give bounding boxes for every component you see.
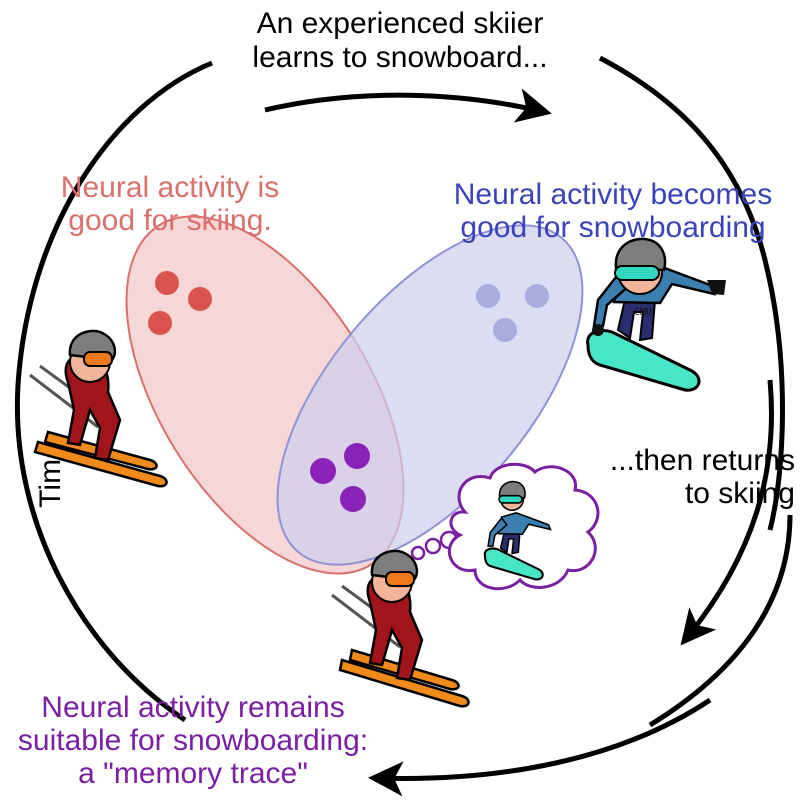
cycle-arc-right-lower bbox=[648, 514, 793, 728]
memory-caption-line1: Neural activity remains bbox=[41, 691, 344, 724]
overlap-dot bbox=[340, 486, 366, 512]
snow-region-caption-line1: Neural activity becomes bbox=[454, 178, 772, 211]
cycle-arc-top bbox=[598, 55, 785, 531]
overlap-dot bbox=[310, 458, 336, 484]
snow-region-caption-line2: good for snowboarding bbox=[460, 211, 765, 244]
helmet-text: CMU bbox=[634, 307, 652, 318]
ski-dot bbox=[155, 271, 179, 295]
ski-region-caption-line2: good for skiing. bbox=[68, 204, 271, 237]
top-caption-line1: An experienced skiier bbox=[257, 7, 544, 40]
ski-dot bbox=[148, 311, 172, 335]
cycle-arrow-bottom bbox=[368, 697, 712, 797]
cycle-arrow-right bbox=[680, 379, 775, 646]
snow-dot bbox=[525, 284, 549, 308]
right-caption-line1: ...then returns bbox=[610, 444, 795, 477]
ski-region-caption-line1: Neural activity is bbox=[61, 171, 279, 204]
snowboarder-small-icon bbox=[483, 480, 552, 581]
right-caption-line2: to skiing bbox=[685, 477, 795, 510]
snowboarder-large-icon: CMU bbox=[586, 237, 726, 392]
cycle-arrow-top bbox=[264, 88, 552, 123]
memory-caption-line3: a "memory trace" bbox=[78, 757, 308, 790]
skier-top-icon bbox=[29, 329, 168, 488]
snow-dot bbox=[493, 318, 517, 342]
overlap-dot bbox=[344, 443, 370, 469]
snow-dot bbox=[476, 284, 500, 308]
snowboard-region-ellipse bbox=[276, 224, 584, 566]
skier-bottom-icon bbox=[331, 549, 470, 708]
ski-dot bbox=[188, 287, 212, 311]
memory-caption-line2: suitable for snowboarding: bbox=[18, 724, 368, 757]
top-caption-line2: learns to snowboard... bbox=[252, 41, 547, 74]
cycle-arc-outer bbox=[14, 60, 213, 723]
